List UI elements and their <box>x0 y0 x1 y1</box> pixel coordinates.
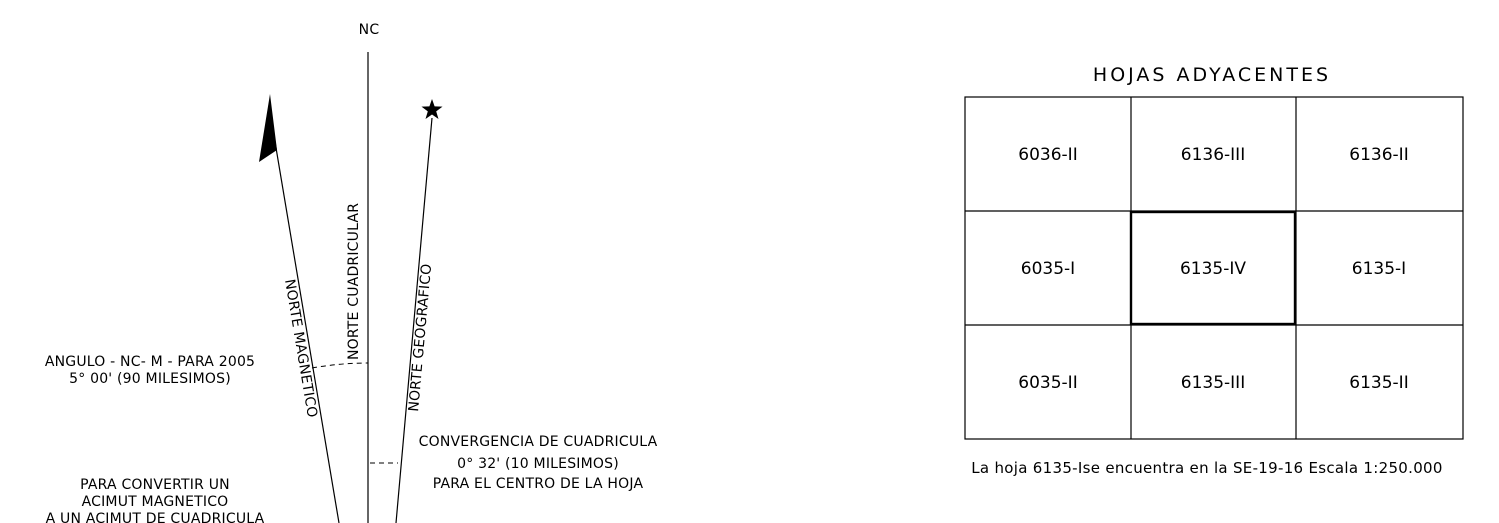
sheet-cell: 6136-III <box>1181 145 1245 165</box>
convergencia-line-2: 0° 32' (10 MILESIMOS) <box>457 456 619 472</box>
convergencia-line-1: CONVERGENCIA DE CUADRICULA <box>419 434 658 450</box>
sheet-cell: 6136-II <box>1349 145 1408 165</box>
geographic-north-line <box>395 117 433 523</box>
norte-magnetico-label: NORTE MAGNETICO <box>281 278 320 419</box>
declination-diagram: NC NORTE CUADRICULAR NORTE MAGNETICO NOR… <box>45 22 658 523</box>
sheet-cell: 6135-I <box>1352 259 1406 279</box>
adjacent-sheets-title: HOJAS ADYACENTES <box>1093 64 1331 86</box>
sheet-cell: 6135-III <box>1181 373 1245 393</box>
sheet-cell: 6035-II <box>1018 373 1077 393</box>
current-sheet-highlight <box>1129 210 1297 326</box>
norte-geografico-label: NORTE GEOGRAFICO <box>406 263 435 412</box>
sheets-grid-border <box>964 96 1464 440</box>
adjacent-sheets: HOJAS ADYACENTES 6036-II 6136-III 6136-I… <box>964 64 1464 477</box>
convergencia-line-3: PARA EL CENTRO DE LA HOJA <box>433 476 644 492</box>
declination-arc <box>311 362 369 369</box>
magnetic-north-line <box>270 117 340 523</box>
star-icon <box>421 99 443 119</box>
sheet-cell: 6135-II <box>1349 373 1408 393</box>
sheet-cell-current: 6135-IV <box>1180 259 1246 279</box>
convertir-line-1: PARA CONVERTIR UN <box>80 477 230 493</box>
convertir-line-3: A UN ACIMUT DE CUADRICULA <box>46 511 265 523</box>
angulo-line-1: ANGULO - NC- M - PARA 2005 <box>45 354 255 370</box>
sheet-cell: 6035-I <box>1021 259 1075 279</box>
convertir-line-2: ACIMUT MAGNETICO <box>82 494 229 510</box>
sheets-caption: La hoja 6135-Ise encuentra en la SE-19-1… <box>971 459 1442 477</box>
nc-label: NC <box>359 22 380 38</box>
arrowhead-icon <box>259 94 277 162</box>
angulo-line-2: 5° 00' (90 MILESIMOS) <box>69 371 231 387</box>
sheet-cell: 6036-II <box>1018 145 1077 165</box>
norte-cuadricular-label: NORTE CUADRICULAR <box>346 203 362 360</box>
